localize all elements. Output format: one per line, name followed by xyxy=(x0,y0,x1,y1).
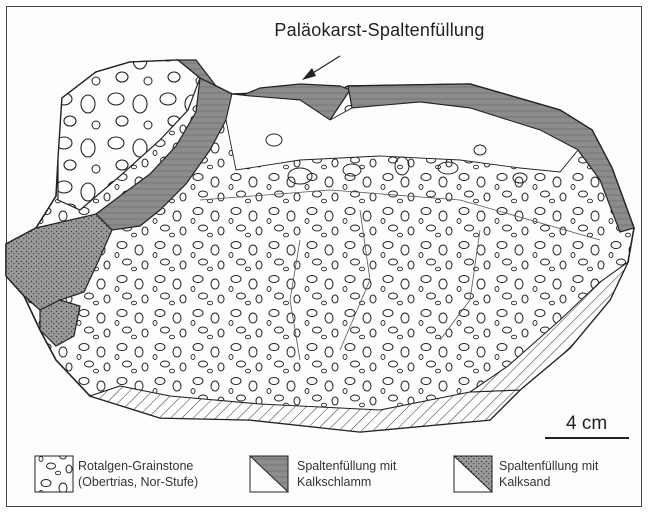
legend-item-mud-fill: Spaltenfüllung mit Kalkschlamm xyxy=(297,458,396,490)
legend-item-grainstone: Rotalgen-Grainstone (Obertrias, Nor-Stuf… xyxy=(78,458,198,490)
legend-item-sand-fill: Spaltenfüllung mit Kalksand xyxy=(499,458,598,490)
legend-swatch-mud xyxy=(250,456,288,492)
scale-label: 4 cm xyxy=(566,413,607,435)
legend-swatch-grainstone xyxy=(35,456,73,492)
pointer-arrow xyxy=(302,56,340,80)
legend-label: Spaltenfüllung mit xyxy=(297,458,396,474)
legend-swatch-sand xyxy=(454,456,492,492)
legend-sublabel: Kalkschlamm xyxy=(297,474,396,490)
legend-sublabel: Kalksand xyxy=(499,474,598,490)
legend-sublabel: (Obertrias, Nor-Stufe) xyxy=(78,474,198,490)
legend-label: Spaltenfüllung mit xyxy=(499,458,598,474)
legend-label: Rotalgen-Grainstone xyxy=(78,458,198,474)
scale-bar xyxy=(545,437,629,439)
